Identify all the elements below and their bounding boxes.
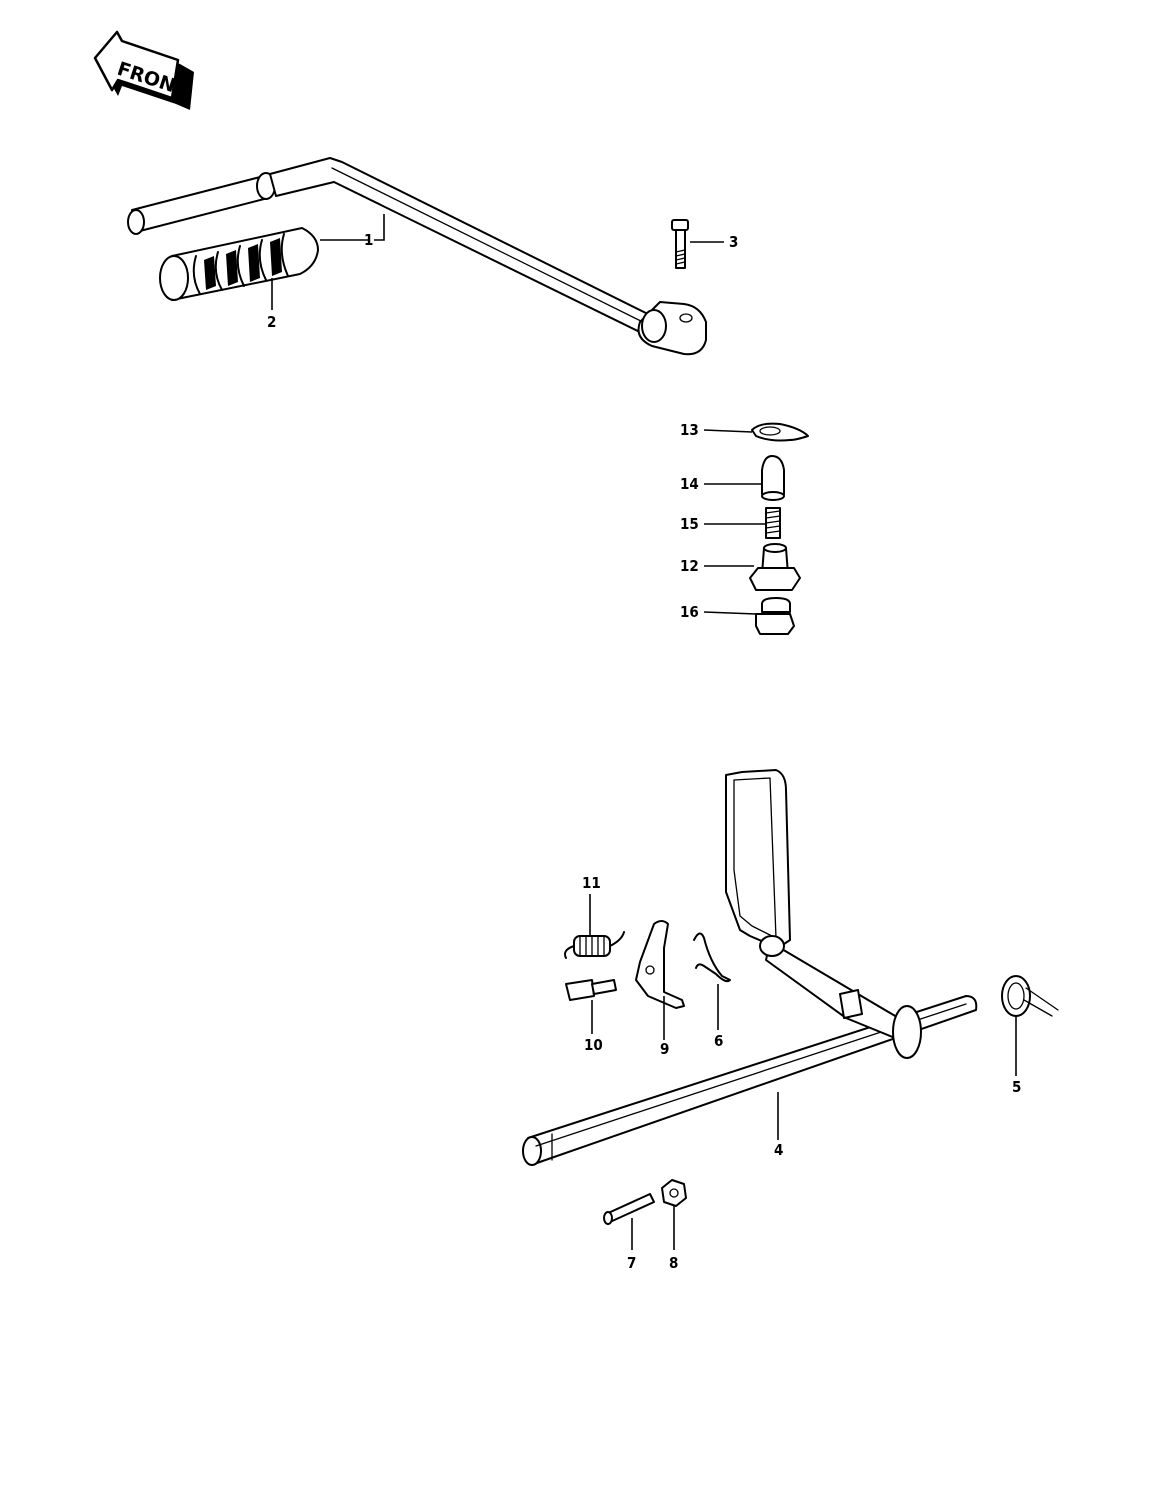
callout-6: 6 xyxy=(714,1032,723,1050)
pawl-plate xyxy=(635,920,685,1009)
callout-12: 12 xyxy=(680,557,699,575)
callout-2: 2 xyxy=(267,313,276,331)
shift-pedal xyxy=(127,157,707,356)
stud-nut xyxy=(661,1179,687,1207)
callout-10: 10 xyxy=(584,1036,603,1054)
callout-11: 11 xyxy=(582,874,601,892)
callout-1: 1 xyxy=(364,231,373,249)
return-spring xyxy=(1001,975,1059,1017)
leader-lines xyxy=(271,214,1017,1250)
washer-13 xyxy=(751,422,809,442)
plunger-14 xyxy=(761,455,785,501)
spring-15 xyxy=(765,507,781,539)
callout-16: 16 xyxy=(680,603,699,621)
callout-4: 4 xyxy=(774,1141,783,1159)
callout-7: 7 xyxy=(627,1254,636,1272)
arm-bolt xyxy=(565,979,617,1001)
spring-clip xyxy=(693,932,731,983)
pedal-bolt xyxy=(671,219,689,269)
callout-13: 13 xyxy=(680,421,699,439)
callout-5: 5 xyxy=(1012,1078,1021,1096)
shift-shaft xyxy=(522,769,978,1166)
callout-3: 3 xyxy=(729,233,738,251)
callout-labels: 1 2 3 13 14 15 12 16 11 10 9 6 5 4 7 8 xyxy=(267,231,1021,1272)
footpeg-rubber xyxy=(159,227,319,301)
plug-16 xyxy=(755,597,795,635)
callout-9: 9 xyxy=(660,1040,669,1058)
callout-14: 14 xyxy=(680,475,699,493)
switch-body-12 xyxy=(749,543,801,591)
stopper-stud xyxy=(603,1193,655,1225)
front-arrow: FRONT xyxy=(93,30,194,110)
tension-spring xyxy=(564,931,625,959)
callout-8: 8 xyxy=(669,1254,678,1272)
callout-15: 15 xyxy=(680,515,699,533)
